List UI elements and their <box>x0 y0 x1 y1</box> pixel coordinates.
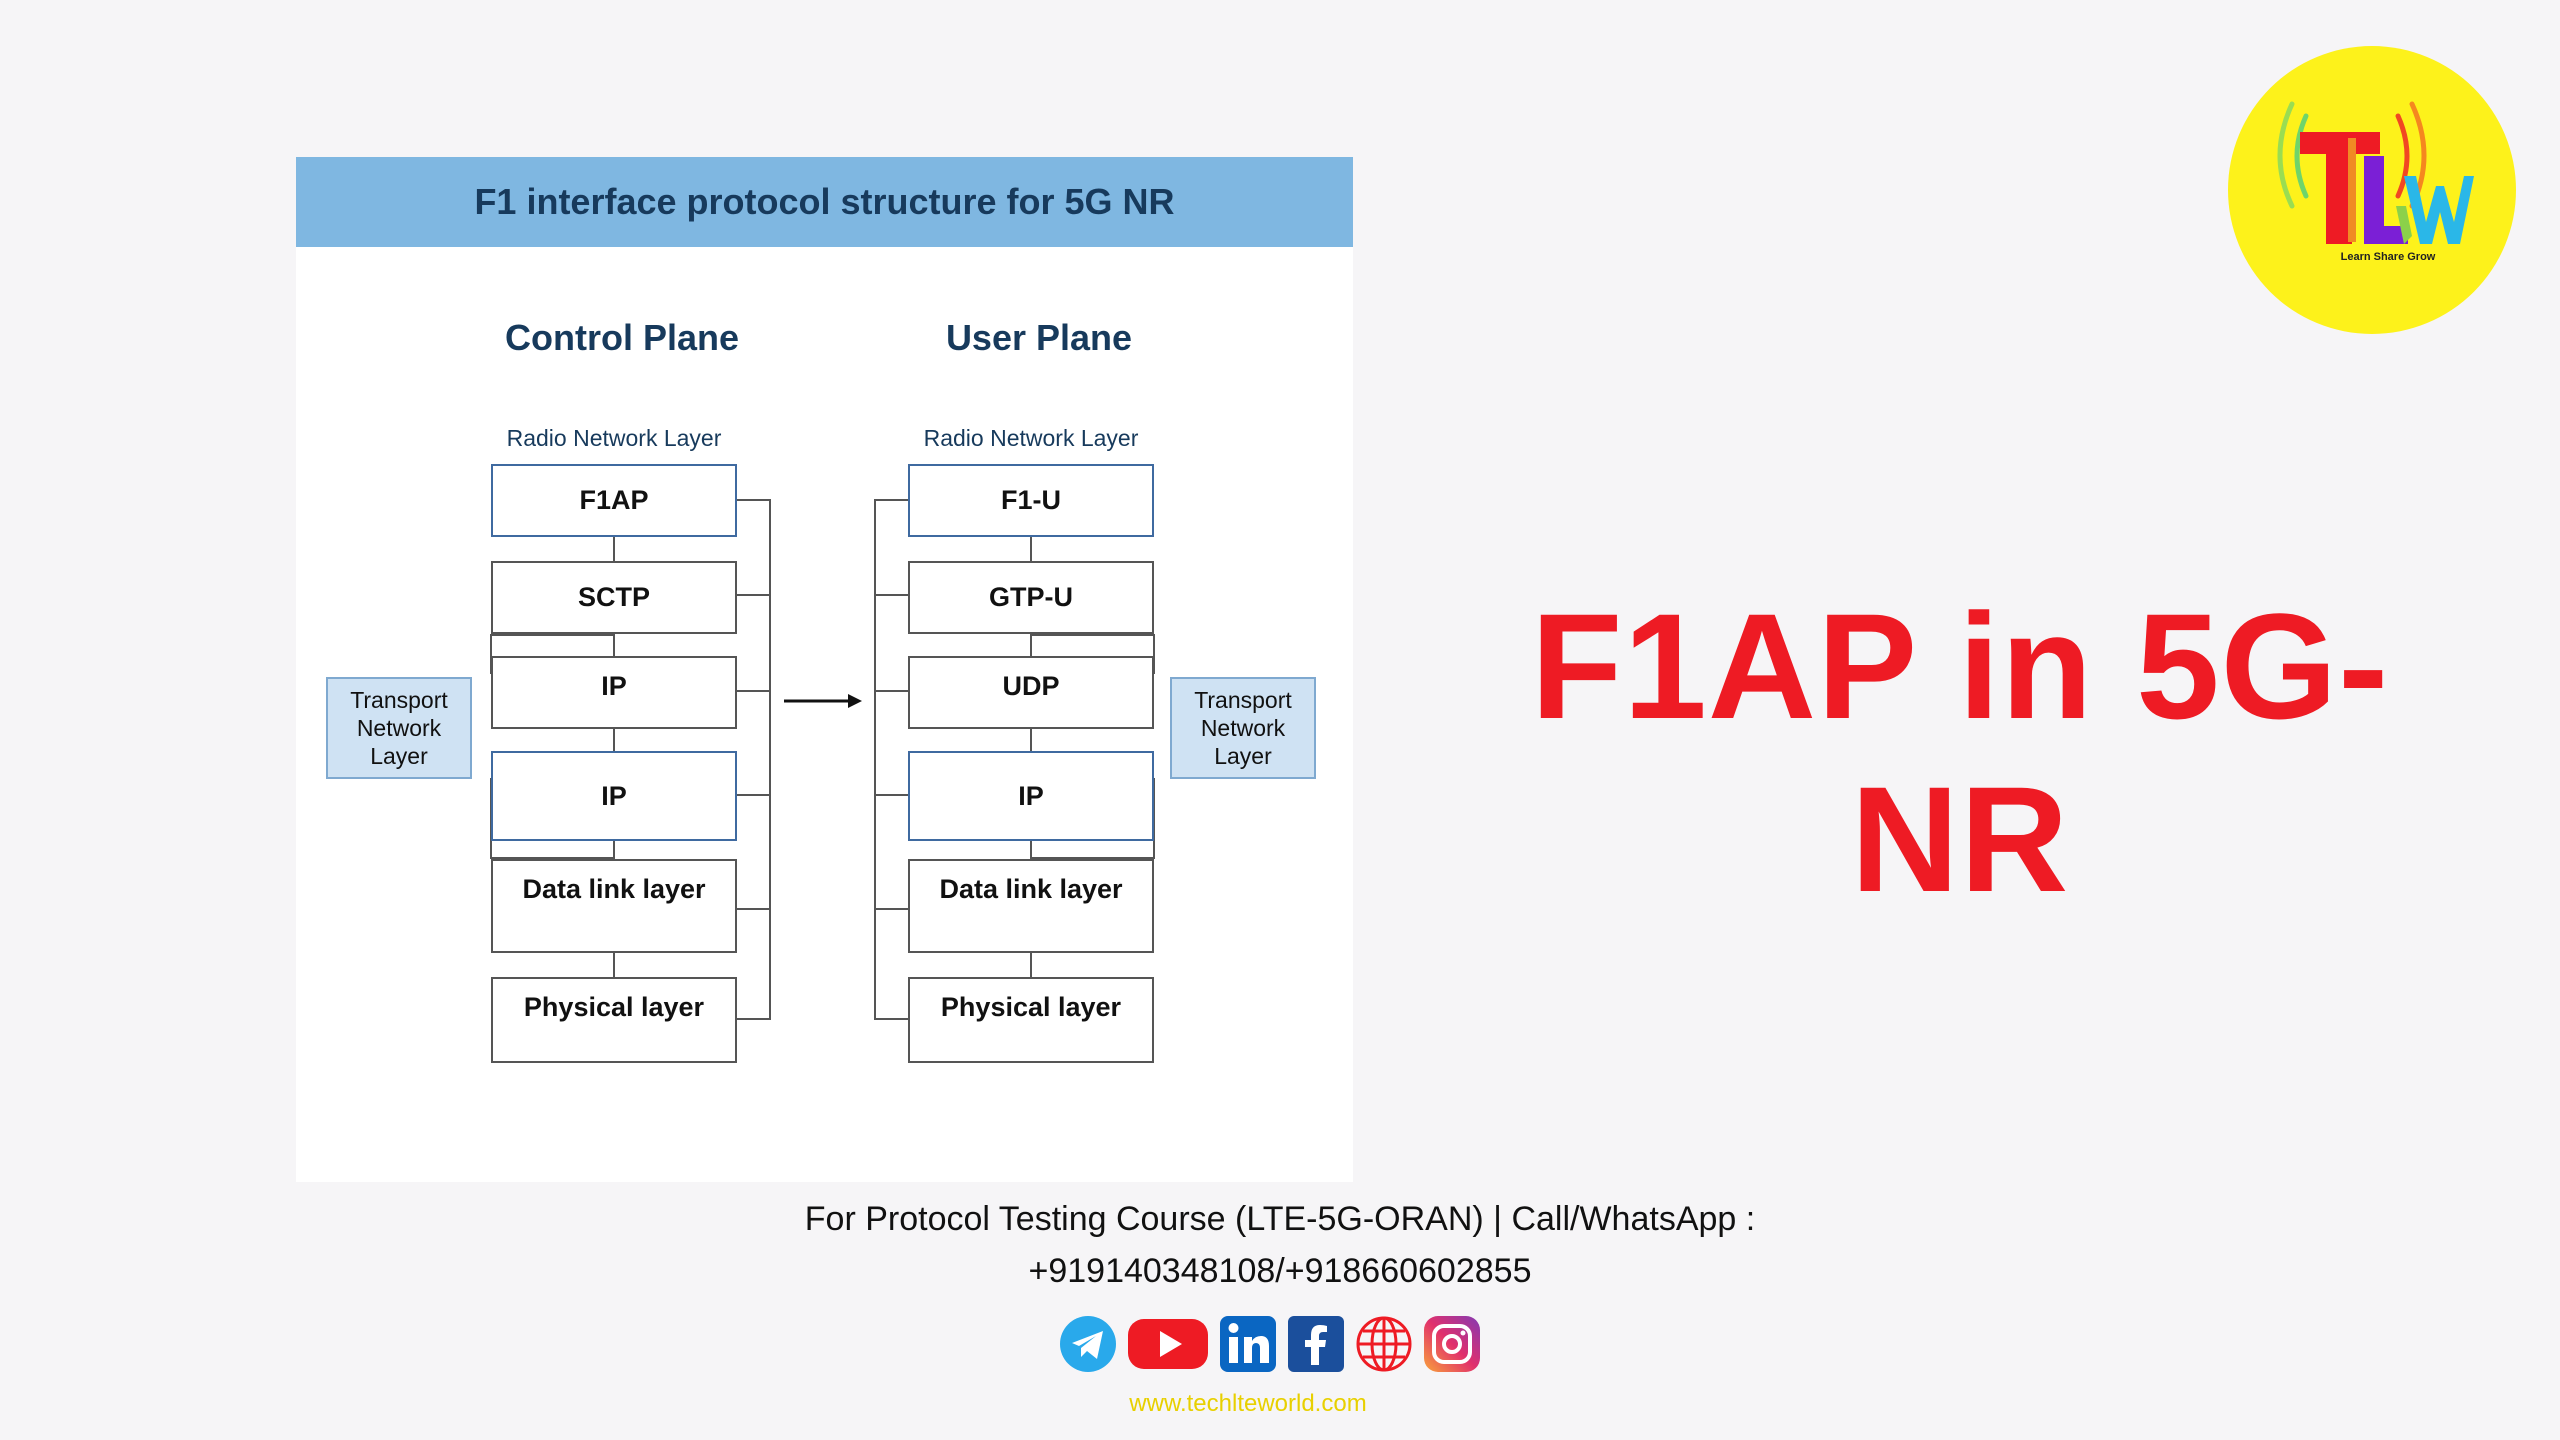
footer-line-1: For Protocol Testing Course (LTE-5G-ORAN… <box>804 1200 1756 1238</box>
up-layer-f1u: F1-U <box>908 464 1154 537</box>
up-layer-gtpu: GTP-U <box>908 561 1154 634</box>
up-layer-ip: IP <box>908 751 1154 841</box>
cp-layer-data-link: Data link layer <box>491 859 737 953</box>
cp-tnl-word-2: Network <box>356 715 442 741</box>
telegram-icon[interactable] <box>1058 1313 1118 1375</box>
facebook-icon[interactable] <box>1286 1313 1346 1375</box>
cp-layer-physical: Physical layer <box>491 977 737 1063</box>
social-icons-row <box>1058 1313 1482 1375</box>
control-radio-network-layer-label: Radio Network Layer <box>506 425 722 451</box>
cp-transport-network-layer: Transport Network Layer <box>326 677 472 779</box>
up-layer-physical: Physical layer <box>908 977 1154 1063</box>
linkedin-icon[interactable] <box>1218 1313 1278 1375</box>
cp-layer-sctp: SCTP <box>491 561 737 634</box>
youtube-icon[interactable] <box>1126 1313 1210 1375</box>
cp-tnl-word-3: Layer <box>370 743 428 769</box>
globe-icon[interactable] <box>1354 1313 1414 1375</box>
connector-lines <box>490 499 1155 1020</box>
footer-phone-numbers: +919140348108/+918660602855 <box>1028 1252 1532 1290</box>
up-layer-udp: UDP <box>908 656 1154 729</box>
diagram-panel: F1 interface protocol structure for 5G N… <box>296 157 1353 1182</box>
cp-layer-ip-2: IP <box>491 751 737 841</box>
up-tnl-word-1: Transport <box>1194 687 1292 713</box>
control-plane-title: Control Plane <box>504 317 740 358</box>
logo-tagline: Learn Share Grow <box>2340 251 2436 263</box>
user-radio-network-layer-label: Radio Network Layer <box>923 425 1139 451</box>
up-layer-data-link: Data link layer <box>908 859 1154 953</box>
techlteworld-logo: Learn Share Grow <box>2228 46 2516 334</box>
cp-tnl-word-1: Transport <box>350 687 448 713</box>
headline: F1AP in 5G-NR <box>1530 582 2390 923</box>
instagram-icon[interactable] <box>1422 1313 1482 1375</box>
tlw-logo-icon <box>2277 101 2474 244</box>
cp-layer-ip-1: IP <box>491 656 737 729</box>
up-transport-network-layer: Transport Network Layer <box>1170 677 1316 779</box>
up-tnl-word-2: Network <box>1200 715 1286 741</box>
cp-layer-f1ap: F1AP <box>491 464 737 537</box>
diagram-title: F1 interface protocol structure for 5G N… <box>296 157 1353 247</box>
website-link[interactable]: www.techlteworld.com <box>1129 1390 1367 1417</box>
user-plane-title: User Plane <box>945 317 1133 358</box>
up-tnl-word-3: Layer <box>1214 743 1272 769</box>
